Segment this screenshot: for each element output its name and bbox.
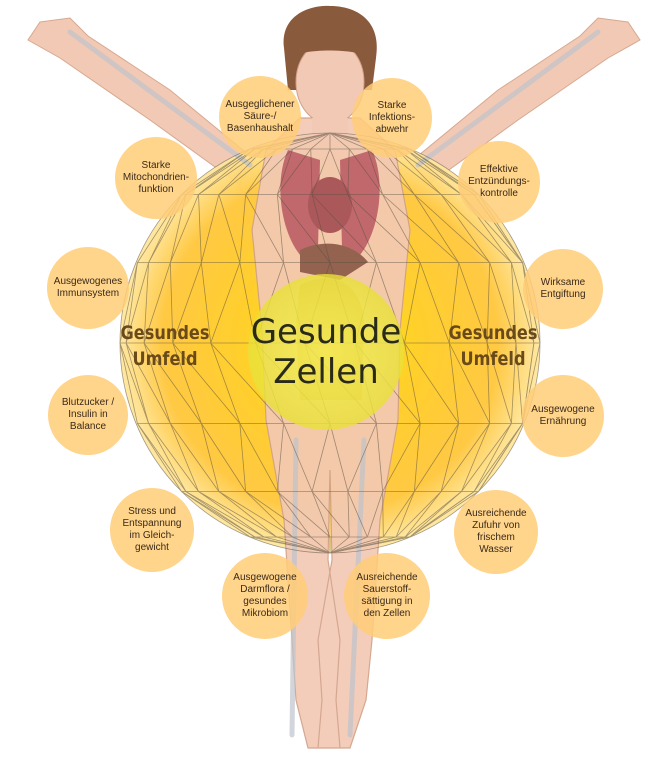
factor-label: Ausgeglichener Säure-/ Basenhaushalt — [226, 99, 295, 135]
left-env-line-1: Gesundes — [121, 322, 210, 344]
factor-immune-system: Ausgewogenes Immunsystem — [47, 247, 129, 329]
factor-blood-sugar: Blutzucker / Insulin in Balance — [48, 375, 128, 455]
right-env-line-2: Umfeld — [460, 348, 525, 370]
factor-inflammation-control: Effektive Entzündungs- kontrolle — [458, 141, 540, 223]
left-environment-title: Gesundes Umfeld — [114, 320, 216, 372]
center-line-2: Zellen — [273, 352, 379, 392]
factor-label: Starke Mitochondrien- funktion — [123, 160, 189, 196]
center-line-1: Gesunde — [251, 312, 402, 352]
factor-label: Ausgewogene Darmflora / gesundes Mikrobi… — [233, 572, 296, 620]
factor-infection-defense: Starke Infektions- abwehr — [352, 78, 432, 158]
factor-mitochondria: Starke Mitochondrien- funktion — [115, 137, 197, 219]
factor-oxygen-saturation: Ausreichende Sauerstoff- sättigung in de… — [344, 553, 430, 639]
factor-label: Wirksame Entgiftung — [540, 277, 585, 301]
factor-label: Stress und Entspannung im Gleich- gewich… — [123, 506, 182, 554]
factor-nutrition: Ausgewogene Ernährung — [522, 375, 604, 457]
right-environment-title: Gesundes Umfeld — [442, 320, 544, 372]
factor-acid-base-balance: Ausgeglichener Säure-/ Basenhaushalt — [219, 76, 301, 158]
factor-label: Starke Infektions- abwehr — [369, 100, 415, 136]
factor-label: Blutzucker / Insulin in Balance — [62, 397, 114, 433]
right-env-line-1: Gesundes — [449, 322, 538, 344]
factor-label: Effektive Entzündungs- kontrolle — [468, 164, 530, 200]
left-env-line-2: Umfeld — [132, 348, 197, 370]
factor-label: Ausreichende Sauerstoff- sättigung in de… — [356, 572, 417, 620]
factor-detox: Wirksame Entgiftung — [523, 249, 603, 329]
factor-gut-flora: Ausgewogene Darmflora / gesundes Mikrobi… — [222, 553, 308, 639]
factor-stress-balance: Stress und Entspannung im Gleich- gewich… — [110, 488, 194, 572]
factor-label: Ausgewogenes Immunsystem — [54, 276, 122, 300]
factor-water-intake: Ausreichende Zufuhr von frischem Wasser — [454, 490, 538, 574]
factor-label: Ausgewogene Ernährung — [531, 404, 594, 428]
healthy-cells-title: Gesunde Zellen — [246, 312, 406, 392]
factor-label: Ausreichende Zufuhr von frischem Wasser — [465, 508, 526, 556]
